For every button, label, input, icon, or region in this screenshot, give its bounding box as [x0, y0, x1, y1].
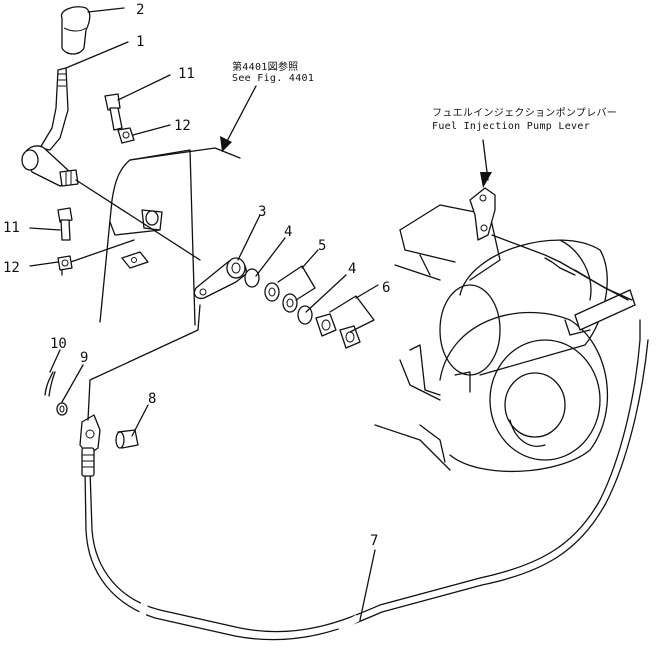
callout-3: 3	[258, 204, 266, 220]
see-fig-note-en: See Fig. 4401	[232, 73, 314, 84]
pump-lever-arrowhead	[480, 172, 492, 188]
callout-4-upper: 4	[284, 224, 292, 240]
control-cable-outer	[84, 339, 649, 641]
callout-2: 2	[136, 2, 144, 18]
see-fig-arrowhead	[220, 136, 232, 152]
cable-clevis	[79, 414, 101, 477]
callout-9: 9	[80, 350, 88, 366]
callout-4-lower: 4	[348, 261, 356, 277]
see-fig-note-jp: 第4401図参照	[232, 60, 298, 73]
lever-arm	[193, 257, 247, 300]
nut-12-upper	[117, 127, 135, 144]
callout-6: 6	[382, 280, 390, 296]
callout-1: 1	[136, 34, 144, 50]
bolt-11-upper	[104, 93, 123, 131]
washer-9	[56, 402, 68, 416]
spring-washer-5	[264, 282, 280, 302]
callout-10: 10	[50, 336, 67, 352]
callout-12-upper: 12	[174, 118, 191, 134]
callout-11-lower: 11	[3, 220, 20, 236]
washer-4-upper	[244, 268, 260, 288]
engine-assembly	[374, 204, 636, 473]
fuel-injection-pump-lever	[469, 187, 576, 276]
lever-bracket	[99, 147, 241, 326]
washer-5b	[282, 293, 298, 313]
pump-lever-note-en: Fuel Injection Pump Lever	[432, 121, 590, 132]
see-fig-arrow	[224, 85, 257, 146]
nut-6a	[315, 313, 337, 337]
callout-7: 7	[370, 533, 378, 549]
callout-12-lower: 12	[3, 260, 20, 276]
clevis-pin	[115, 429, 139, 449]
callout-5: 5	[318, 238, 326, 254]
nut-12-lower	[57, 255, 73, 271]
group-bracket-6	[329, 295, 375, 333]
knob	[60, 6, 91, 55]
pump-lever-note-jp: フュエルインジェクションポンプレバー	[432, 107, 617, 119]
cotter-pin-10	[44, 371, 56, 397]
group-bracket-5	[277, 265, 316, 301]
control-lever	[21, 67, 79, 187]
nut-6b	[339, 325, 361, 349]
control-cable	[89, 319, 641, 633]
leader-lines	[29, 7, 379, 621]
callout-11-upper: 11	[178, 66, 195, 82]
connecting-rod	[87, 304, 201, 421]
bolt-11-lower	[57, 207, 73, 241]
callout-8: 8	[148, 391, 156, 407]
lever-shaft	[75, 179, 201, 261]
